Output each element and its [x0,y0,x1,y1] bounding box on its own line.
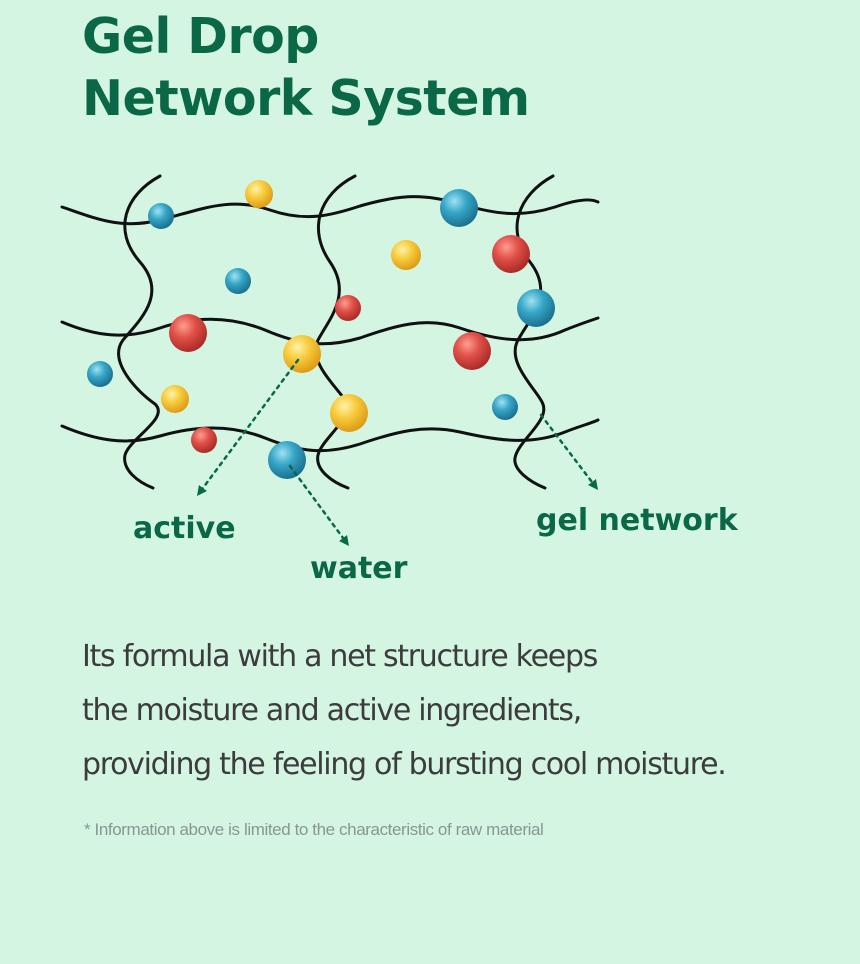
label-water: water [310,551,408,586]
water-drop-blue [87,361,113,387]
description-line-3: providing the feeling of bursting cool m… [82,747,727,782]
active-drop-red [453,332,491,370]
label-gel-network: gel network [536,503,738,538]
label-active: active [133,511,236,546]
network-strand-v2 [314,174,357,490]
water-drop-blue [148,203,174,229]
active-drop-yellow [245,180,273,208]
title-line-1: Gel Drop [82,8,319,65]
active-drop-yellow [391,240,421,270]
water-drop-blue [440,189,478,227]
page-title: Gel Drop Network System [82,6,530,130]
description-line-2: the moisture and active ingredients, [82,693,582,728]
gel-network-pointer-arrow [539,413,599,490]
active-drop-yellow [330,394,368,432]
water-drop-blue [492,394,518,420]
description: Its formula with a net structure keeps t… [82,630,727,792]
active-drop-red [335,295,361,321]
description-line-1: Its formula with a net structure keeps [82,639,598,674]
network-strand-v1 [117,174,162,490]
active-pointer-arrow [197,358,300,497]
gel-network-diagram [60,174,600,547]
active-drop-red [191,427,217,453]
water-pointer-arrow [288,464,349,547]
title-line-2: Network System [82,70,530,127]
network-strand-h3 [60,418,600,453]
water-drop-blue [517,289,555,327]
water-drop-blue [268,441,306,479]
network-strand-h2 [60,316,600,346]
water-drop-blue [225,268,251,294]
active-drop-red [169,314,207,352]
active-drop-yellow [161,385,189,413]
footnote: * Information above is limited to the ch… [84,820,544,839]
active-drop-red [492,235,530,273]
active-drop-yellow [283,335,321,373]
